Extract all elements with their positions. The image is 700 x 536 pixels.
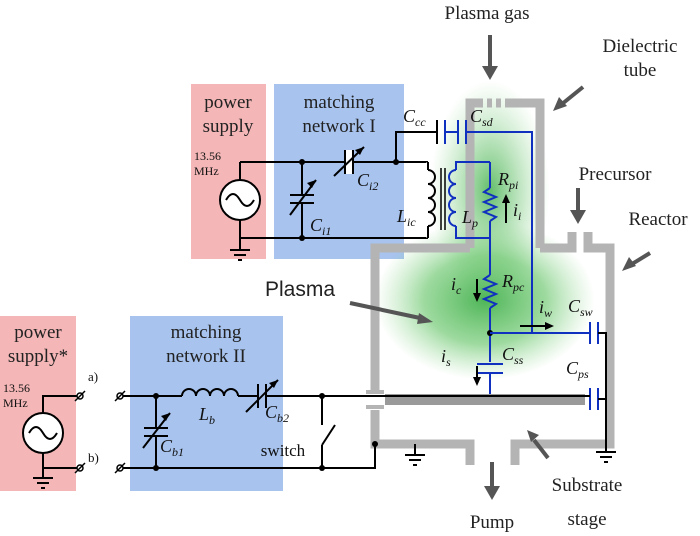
switch-label: switch [261, 441, 306, 460]
capacitor-ccc [395, 120, 438, 162]
annotation-arrows [349, 35, 652, 500]
plasma-label: Plasma [265, 278, 335, 301]
csw-label: Csw [568, 296, 593, 319]
cb1-label: Cb1 [160, 436, 184, 459]
reactor-ground [596, 332, 616, 463]
pump-label: Pump [470, 512, 514, 533]
matching-network-1-line1: matching [304, 92, 375, 113]
power-supply-1-unit: MHz [194, 164, 219, 178]
reactor-label: Reactor [628, 209, 688, 230]
matching-network-2-line1: matching [171, 322, 242, 343]
dielectric-tube-label-1: Dielectric [603, 36, 678, 57]
current-arrows [473, 194, 554, 386]
precursor-label: Precursor [579, 164, 652, 185]
power-supply-2-freq: 13.56 [3, 381, 30, 395]
matching-network-2-circuit [114, 379, 590, 474]
power-supply-2-unit: MHz [3, 396, 28, 410]
ii-label: ii [513, 200, 521, 223]
css-label: Css [502, 344, 524, 367]
is-label: is [441, 346, 451, 369]
substrate-stage [385, 394, 585, 405]
lp-label: Lp [461, 207, 478, 230]
terminal-b-label: b) [88, 450, 99, 465]
matching-network-2-line2: network II [166, 346, 246, 367]
terminal-a-label: a) [88, 369, 98, 384]
cps-label: Cps [566, 358, 589, 381]
power-supply-2-line1: power [14, 322, 62, 343]
power-supply-1-box [191, 84, 266, 259]
ic-label: ic [451, 274, 462, 297]
plasma-gas-label: Plasma gas [445, 3, 530, 24]
ccc-label: Ccc [403, 106, 426, 129]
power-supply-1-line2: supply [203, 116, 254, 137]
ac-source-2 [22, 390, 86, 489]
capacitor-ci2 [333, 146, 399, 177]
plasma-circuit [444, 120, 599, 410]
ci2-label: Ci2 [357, 170, 378, 193]
dielectric-tube-label-2: tube [624, 60, 657, 81]
power-supply-1-freq: 13.56 [194, 149, 221, 163]
lb-label: Lb [198, 404, 215, 427]
iw-label: iw [539, 297, 552, 320]
dielectric-tube [465, 98, 545, 248]
lic-label: Lic [396, 206, 416, 229]
substrate-stage-label-1: Substrate [552, 475, 623, 496]
inductor-lic [426, 162, 446, 238]
capacitor-ci1 [289, 159, 317, 241]
rpi-label: Rpi [497, 169, 518, 192]
matching-network-1-line2: network I [302, 116, 375, 137]
power-supply-2-line2: supply* [8, 346, 68, 367]
csd-label: Csd [470, 106, 494, 129]
cb2-label: Cb2 [265, 402, 289, 425]
ci1-label: Ci1 [310, 215, 331, 238]
rpc-label: Rpc [501, 271, 525, 294]
substrate-stage-label-2: stage [567, 509, 606, 530]
power-supply-1-line1: power [204, 92, 252, 113]
reactor-chamber [366, 232, 615, 465]
power-supply-2-box [0, 316, 76, 491]
